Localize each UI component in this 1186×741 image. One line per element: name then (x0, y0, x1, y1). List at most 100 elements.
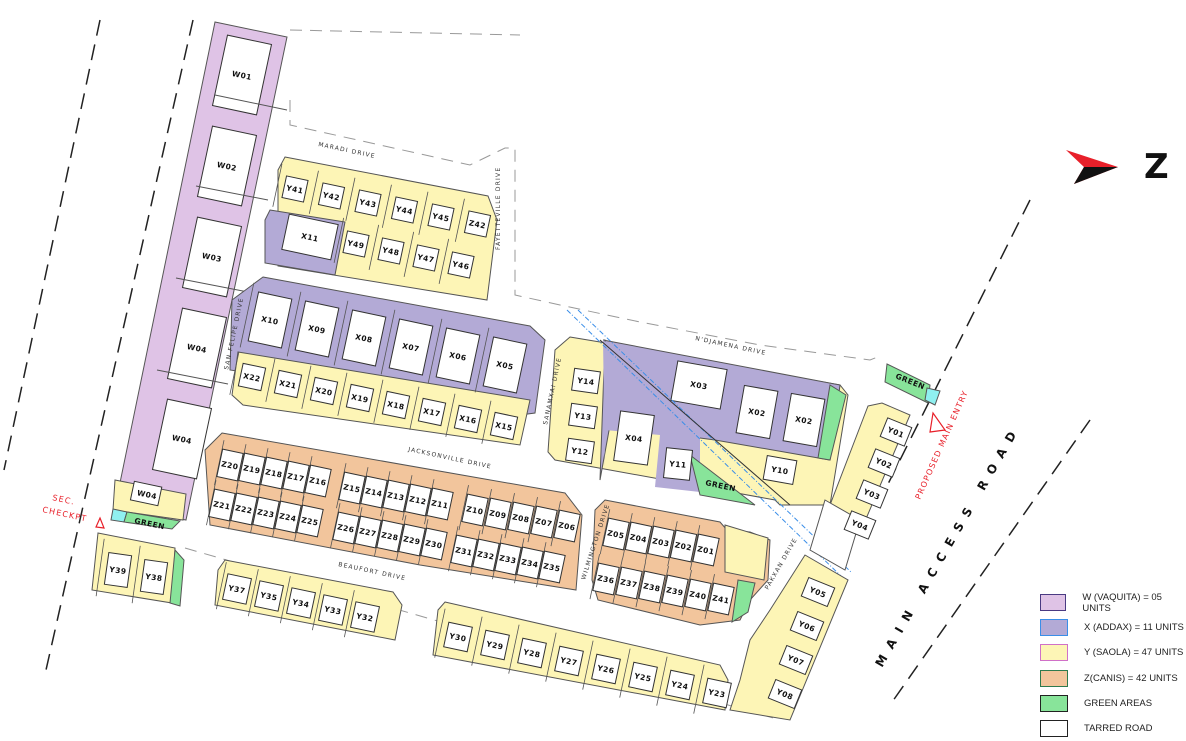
plot-y26[interactable]: Y26 (582, 640, 623, 696)
plot-z37[interactable]: Z37 (612, 558, 644, 608)
plot-z01[interactable]: Z01 (689, 525, 721, 575)
plot-z09[interactable]: Z09 (481, 489, 513, 539)
plot-y39[interactable]: Y39 (95, 538, 133, 601)
plot-x17[interactable]: X17 (409, 386, 448, 436)
plot-x10[interactable]: X10 (239, 282, 293, 356)
plot-w04[interactable]: W04 (166, 307, 228, 389)
plot-y33[interactable]: Y33 (311, 583, 349, 636)
plot-y44[interactable]: Y44 (381, 184, 420, 234)
plot-z21[interactable]: Z21 (206, 480, 237, 529)
plot-z28[interactable]: Z28 (374, 511, 405, 560)
plot-z39[interactable]: Z39 (658, 566, 690, 616)
plot-w03[interactable]: W03 (181, 216, 243, 298)
plot-z15[interactable]: Z15 (336, 463, 367, 512)
plot-y13[interactable]: Y13 (568, 402, 598, 430)
plot-y46[interactable]: Y46 (438, 238, 476, 290)
plot-z04[interactable]: Z04 (622, 513, 654, 563)
plot-z06[interactable]: Z06 (550, 501, 582, 551)
plot-z36[interactable]: Z36 (589, 554, 621, 604)
plot-z41[interactable]: Z41 (704, 574, 736, 624)
plot-x21[interactable]: X21 (265, 358, 304, 408)
plot-z16[interactable]: Z16 (302, 456, 333, 505)
plot-x15[interactable]: X15 (481, 400, 520, 450)
plot-z03[interactable]: Z03 (644, 517, 676, 567)
plot-x02[interactable]: X02 (735, 384, 779, 440)
plot-x03[interactable]: X03 (670, 360, 728, 410)
plot-z22[interactable]: Z22 (228, 484, 259, 533)
plot-x05[interactable]: X05 (474, 327, 528, 401)
plot-z11[interactable]: Z11 (424, 479, 455, 528)
plot-w04-small[interactable] (129, 480, 163, 507)
plot-y37[interactable]: Y37 (215, 562, 253, 615)
plot-y25[interactable]: Y25 (619, 648, 660, 704)
plot-z27[interactable]: Z27 (352, 507, 383, 556)
plot-y30[interactable]: Y30 (434, 608, 475, 664)
plot-z25[interactable]: Z25 (294, 496, 325, 545)
plot-z14[interactable]: Z14 (358, 467, 389, 516)
plot-y05[interactable]: Y05 (800, 576, 836, 608)
plot-z34[interactable]: Z34 (514, 538, 545, 587)
plot-y07[interactable]: Y07 (778, 644, 814, 676)
plot-x18[interactable]: X18 (373, 379, 412, 429)
plot-w02[interactable]: W02 (196, 125, 258, 207)
plot-y34[interactable]: Y34 (279, 576, 317, 629)
plot-z02[interactable]: Z02 (667, 521, 699, 571)
plot-y28[interactable]: Y28 (508, 624, 549, 680)
plot-y10[interactable]: Y10 (762, 454, 798, 486)
plot-z19[interactable]: Z19 (236, 444, 267, 493)
plot-y14[interactable]: Y14 (571, 367, 601, 395)
plot-y42[interactable]: Y42 (308, 170, 347, 220)
plot-z29[interactable]: Z29 (396, 515, 427, 564)
plot-y41[interactable]: Y41 (272, 163, 311, 213)
plot-z08[interactable]: Z08 (504, 493, 536, 543)
plot-z10[interactable]: Z10 (458, 485, 490, 535)
plot-y02[interactable]: Y02 (867, 448, 901, 478)
plot-z23[interactable]: Z23 (250, 488, 281, 537)
plot-y38[interactable]: Y38 (131, 545, 169, 608)
plot-x11[interactable]: X11 (281, 213, 339, 261)
plot-z13[interactable]: Z13 (380, 471, 411, 520)
plot-x07[interactable]: X07 (380, 309, 434, 383)
plot-x09[interactable]: X09 (286, 291, 340, 365)
plot-x06[interactable]: X06 (427, 318, 481, 392)
plot-y04[interactable]: Y04 (843, 510, 877, 540)
plot-y35[interactable]: Y35 (247, 569, 285, 622)
plot-z35[interactable]: Z35 (536, 542, 567, 591)
plot-x19[interactable]: X19 (337, 372, 376, 422)
plot-x16[interactable]: X16 (445, 393, 484, 443)
plot-z40[interactable]: Z40 (681, 570, 713, 620)
plot-y08[interactable]: Y08 (767, 678, 803, 710)
plot-z38[interactable]: Z38 (635, 562, 667, 612)
plot-z32[interactable]: Z32 (470, 530, 501, 579)
plot-y23[interactable]: Y23 (693, 664, 734, 720)
plot-y12[interactable]: Y12 (565, 437, 595, 465)
plot-z42[interactable]: Z42 (454, 198, 493, 248)
plot-y24[interactable]: Y24 (656, 656, 697, 712)
plot-z20[interactable]: Z20 (214, 440, 245, 489)
plot-z07[interactable]: Z07 (527, 497, 559, 547)
plot-y45[interactable]: Y45 (418, 191, 457, 241)
plot-y43[interactable]: Y43 (345, 177, 384, 227)
plot-y06[interactable]: Y06 (789, 610, 825, 642)
plot-y03[interactable]: Y03 (855, 479, 889, 509)
plot-y48[interactable]: Y48 (368, 224, 406, 276)
plot-y32[interactable]: Y32 (343, 590, 381, 643)
plot-x20[interactable]: X20 (301, 365, 340, 415)
plot-x04[interactable]: X04 (613, 410, 655, 466)
plot-y27[interactable]: Y27 (545, 632, 586, 688)
plot-z24[interactable]: Z24 (272, 492, 303, 541)
plot-z31[interactable]: Z31 (448, 526, 479, 575)
plot-z18[interactable]: Z18 (258, 448, 289, 497)
plot-w01[interactable]: W01 (211, 34, 273, 116)
plot-x02[interactable]: X02 (782, 392, 826, 448)
plot-z33[interactable]: Z33 (492, 534, 523, 583)
plot-w04[interactable]: W04 (151, 398, 213, 480)
plot-z05[interactable]: Z05 (599, 509, 631, 559)
plot-y29[interactable]: Y29 (471, 616, 512, 672)
plot-z17[interactable]: Z17 (280, 452, 311, 501)
plot-z26[interactable]: Z26 (330, 503, 361, 552)
plot-z30[interactable]: Z30 (418, 519, 449, 568)
plot-x08[interactable]: X08 (333, 300, 387, 374)
plot-z12[interactable]: Z12 (402, 475, 433, 524)
plot-y11[interactable]: Y11 (662, 447, 694, 481)
